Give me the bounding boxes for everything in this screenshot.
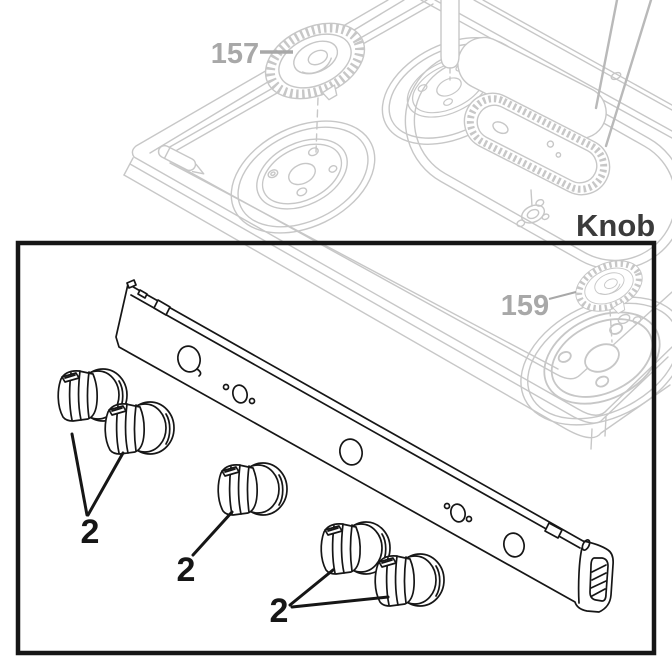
qty-label: 2 [270,592,289,630]
cap-159-drop-line [609,309,613,343]
pointer-line [604,0,653,148]
gas-tube-illustration [440,0,460,69]
plate-screw [610,71,622,81]
burner-cap-157-illustration [264,22,366,101]
callout-arrow [290,595,390,609]
pointer-line [594,0,619,110]
knob-callout-label: Knob [576,208,655,243]
part-label-157: 157 [211,38,293,70]
qty-callout-center: 2 [177,510,234,589]
qty-label: 2 [177,551,196,589]
panel-top-slots [126,279,591,551]
callout-arrow [191,510,234,557]
knob-illustration-3 [217,462,288,516]
burner-base-right [543,311,661,405]
igniter-tube-illustration [157,144,205,175]
burner-cap-159-illustration [575,260,643,314]
qty-callout-right: 2 [270,568,390,630]
small-port-oval [617,313,631,325]
part-159-number: 159 [501,290,549,322]
knob-illustration-2 [104,401,175,455]
callout-arrow [288,568,335,607]
inset-frame [15,240,657,656]
cap-157-drop-line [315,97,319,153]
panel-end-slot [589,557,609,602]
qty-callout-left: 2 [70,432,125,551]
panel-valve-holes [177,345,525,558]
part-157-number: 157 [211,38,259,70]
part-label-159: 159 [501,290,577,322]
small-port-oval [632,316,642,324]
oval-burner-illustration [463,92,611,196]
control-panel-illustration [115,279,614,613]
qty-label: 2 [81,513,100,551]
burner-base-front-left [256,138,348,210]
callout-arrow [70,432,89,517]
part-159-leader-line [548,291,577,300]
cooktop-surface-edges [123,0,672,450]
cooktop-illustration [123,0,672,450]
callout-arrow [86,451,125,517]
